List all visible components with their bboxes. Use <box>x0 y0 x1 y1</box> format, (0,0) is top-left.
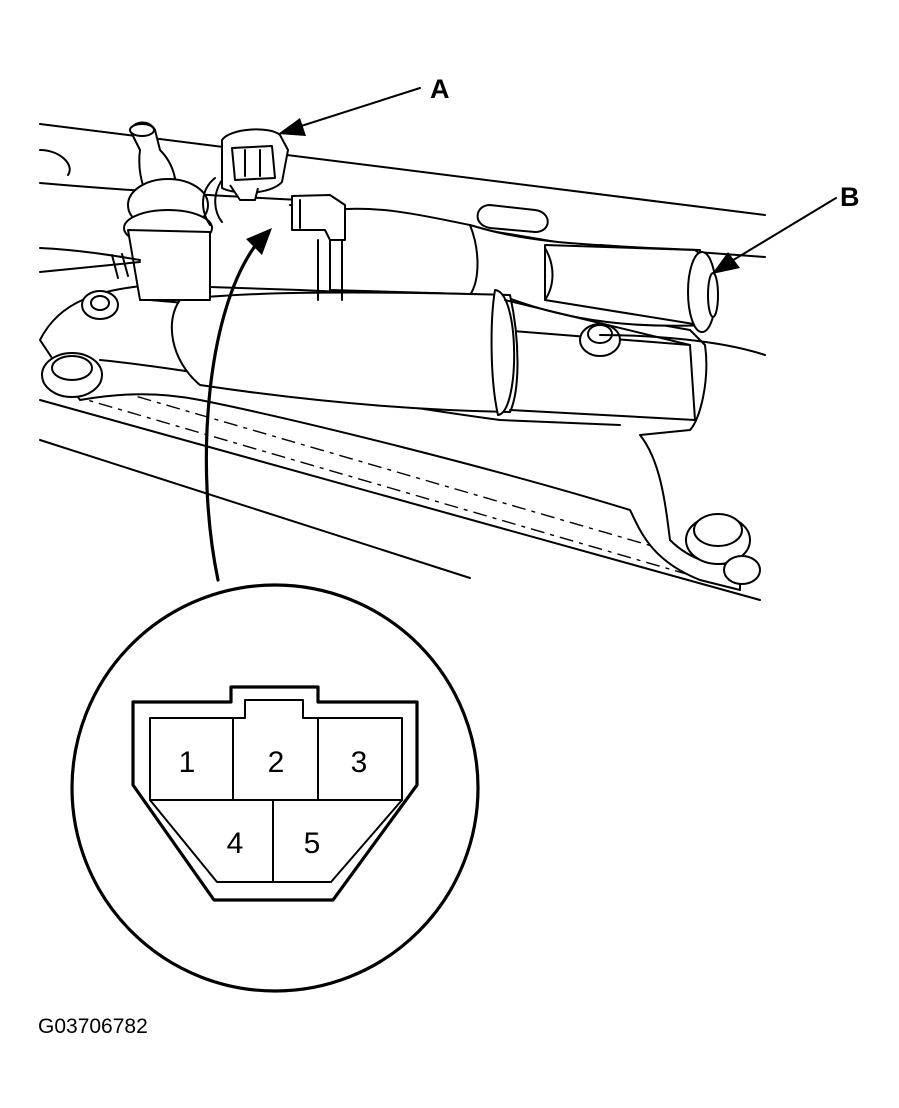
connector-housing <box>131 685 419 902</box>
connector-detail: 1 2 3 4 5 <box>70 583 480 993</box>
pin-4-label: 4 <box>227 827 244 860</box>
figure-id: G03706782 <box>38 1015 148 1038</box>
pin-2-label: 2 <box>268 746 285 779</box>
pin-1-label: 1 <box>179 746 196 779</box>
detail-leader-arrowhead <box>246 228 272 255</box>
harness-connector <box>202 128 289 226</box>
pivot-shaft <box>39 121 213 301</box>
callout-a: A <box>278 74 450 136</box>
wiper-motor <box>170 194 719 421</box>
callout-a-label: A <box>430 74 450 104</box>
pin-5-label: 5 <box>304 827 321 860</box>
callout-b: B <box>712 182 860 274</box>
pin-3-label: 3 <box>351 746 368 779</box>
detail-leader-line <box>204 240 260 582</box>
connector-cavity <box>149 699 403 883</box>
callout-b-label: B <box>840 182 860 212</box>
